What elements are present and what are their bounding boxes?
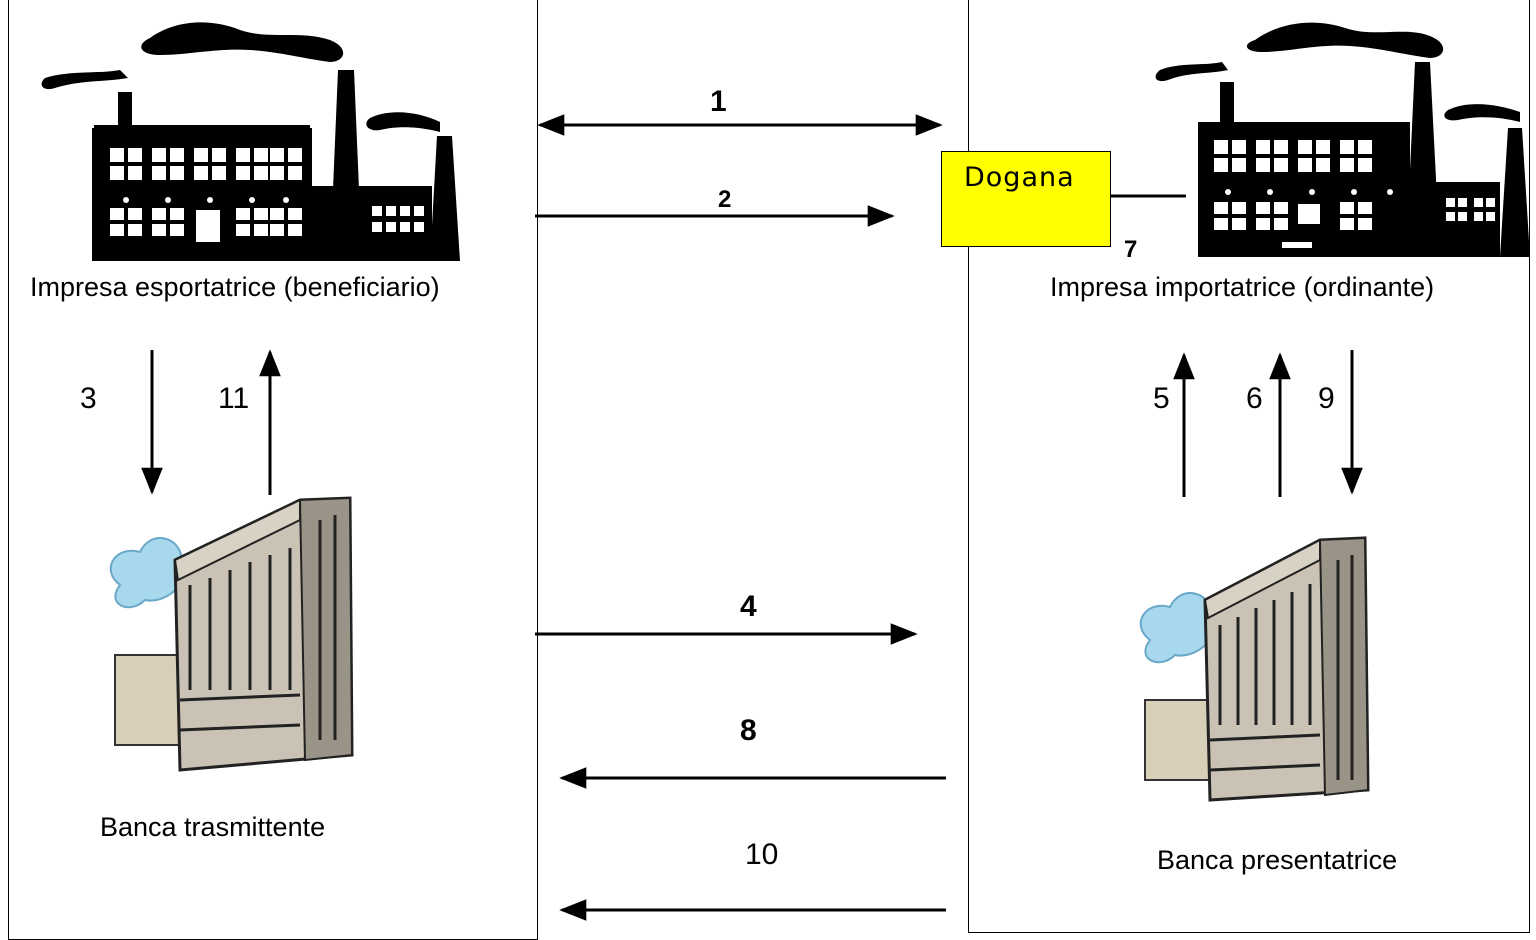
step-10-label: 10	[745, 838, 779, 871]
step-4-label: 4	[740, 590, 757, 623]
exporter-factory-icon	[41, 22, 460, 261]
importer-side-panel	[968, 0, 1530, 933]
step-11-label: 11	[218, 382, 250, 415]
exporter-label: Impresa esportatrice (beneficiario)	[30, 272, 440, 302]
step-9-label: 9	[1318, 382, 1335, 415]
presenting-bank-label: Banca presentatrice	[1157, 845, 1398, 875]
step-3-label: 3	[80, 382, 97, 415]
sending-bank-label: Banca trasmittente	[100, 812, 326, 842]
customs-box	[941, 151, 1111, 247]
exporter-factory-windows	[110, 148, 424, 242]
step-5-label: 5	[1153, 382, 1170, 415]
importer-label: Impresa importatrice (ordinante)	[1050, 272, 1435, 302]
step-2-label: 2	[718, 186, 732, 213]
step-7-label: 7	[1124, 236, 1138, 263]
step-8-label: 8	[740, 714, 757, 747]
presenting-bank-icon	[1139, 536, 1370, 802]
step-1-label: 1	[710, 85, 727, 118]
customs-label: Dogana	[964, 162, 1075, 193]
step-6-label: 6	[1246, 382, 1263, 415]
sending-bank-icon	[109, 496, 354, 772]
importer-factory-windows	[1214, 140, 1495, 248]
